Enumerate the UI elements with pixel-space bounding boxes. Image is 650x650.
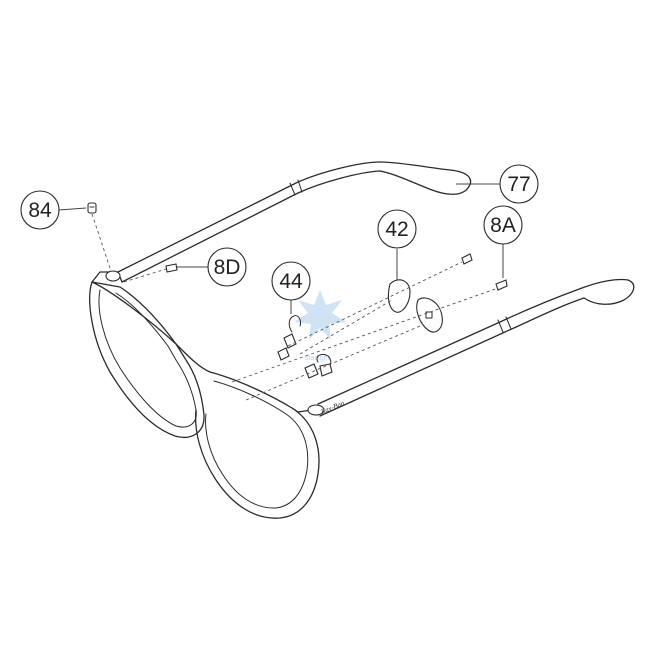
callout-77: 77 [456,164,539,204]
part-8D-screw [123,263,178,283]
assembly-lines [231,261,499,401]
callout-44: 44 [271,261,311,301]
callout-8D: 8D [177,247,247,287]
part-8A-screw [461,243,508,291]
watermark-logo: starlight [294,290,346,362]
part-84-screw [87,202,111,269]
temple-right: Ray-Ban [317,278,635,417]
callout-label-42: 42 [385,218,408,241]
callout-label-84: 84 [28,199,52,222]
callout-label-8A: 8A [490,214,516,237]
temple-left [117,161,472,283]
callout-84: 84 [20,190,87,230]
frame-front [89,270,325,519]
callout-label-8D: 8D [214,256,241,279]
callout-label-77: 77 [507,173,530,196]
part-42-nosepad [387,249,443,333]
callout-label-44: 44 [279,270,303,293]
callout-42: 42 [377,209,417,249]
callout-8A: 8A [483,205,523,245]
part-44-padarm-upper [277,300,301,361]
part-44-padarm-lower [304,353,333,379]
